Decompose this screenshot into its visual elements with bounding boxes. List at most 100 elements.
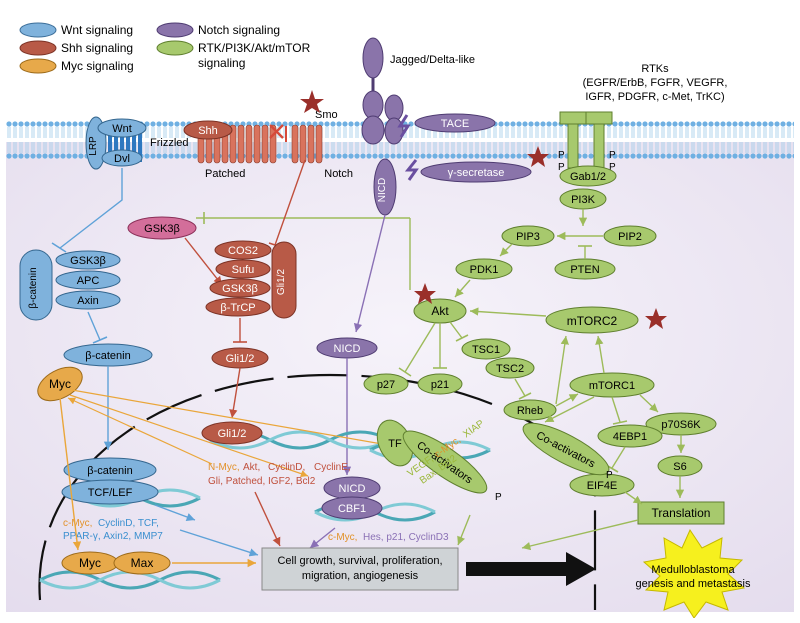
- shh-target-akt: Akt,: [243, 462, 260, 473]
- bcat-nuclear-label: β-catenin: [87, 465, 132, 477]
- wnt-target-cmyc: c-Myc,: [63, 518, 92, 529]
- tsc1-label: TSC1: [472, 344, 500, 356]
- p70s6k-label: p70S6K: [661, 419, 701, 431]
- max-label: Max: [131, 556, 154, 570]
- frizzled-label: Frizzled: [150, 137, 189, 149]
- notch-target-cmyc: c-Myc,: [328, 532, 357, 543]
- phospho-label: P: [558, 150, 565, 161]
- cbf1-protein: [321, 496, 383, 520]
- wnt-ligand: [97, 118, 147, 138]
- outcome-arrow: [466, 552, 596, 586]
- notch-label: Notch: [324, 168, 353, 180]
- smo-label: Smo: [315, 109, 338, 121]
- tcf-lef: [61, 479, 159, 505]
- gsk3b-label: GSK3β: [144, 223, 180, 235]
- apc-label: APC: [77, 275, 100, 287]
- bcat-free-label: β-catenin: [85, 350, 130, 362]
- shh-label: Shh: [198, 125, 218, 137]
- p27-label: p27: [377, 379, 395, 391]
- shh-cytoplasm: COS2 Sufu GSK3β β-TrCP Gli1/2 Gli1/2: [184, 159, 306, 419]
- shh-target-cyclind: CyclinD,: [268, 462, 305, 473]
- sufu-protein: [215, 259, 271, 279]
- nucleus: β-catenin TCF/LEF c-Myc, CyclinD, TCF, P…: [39, 389, 502, 591]
- dvl-label: Dvl: [114, 153, 130, 165]
- tace-label: TACE: [441, 118, 470, 130]
- coactivators-nuclear: [402, 430, 488, 494]
- tf-label: TF: [388, 438, 402, 450]
- tcf-lef-label: TCF/LEF: [88, 487, 133, 499]
- phospho-label: P: [609, 150, 616, 161]
- pip2-label: PIP2: [618, 231, 642, 243]
- 4ebp1-node: [597, 424, 663, 448]
- destruction-gsk3b-label: GSK3β: [70, 255, 106, 267]
- legend-label-notch: Notch signaling: [198, 23, 280, 37]
- nicd-nuclear-label: NICD: [339, 483, 366, 495]
- gamma-secretase-label: γ-secretase: [448, 167, 505, 179]
- translation-box: [637, 501, 725, 525]
- final-line1: Medulloblastoma: [651, 564, 735, 576]
- notch-complex: Jagged/Delta-like TACE Notch NICD γ-secr…: [324, 37, 532, 216]
- notch-cytoplasm: NICD: [316, 214, 386, 475]
- star-icon: [645, 308, 667, 329]
- shh-target-cycline: CyclinE,: [314, 462, 351, 473]
- mtorc2-label: mTORC2: [567, 314, 618, 328]
- rtks-title: RTKs: [641, 63, 669, 75]
- coactivators-right: [522, 422, 610, 476]
- myc-cytoplasm-label: Myc: [49, 377, 71, 391]
- tsc2-node: [485, 357, 535, 379]
- star-icon: [300, 90, 324, 113]
- legend-label-rtk-cont: signaling: [198, 56, 245, 70]
- mtorc2-node: [545, 306, 639, 334]
- gsk3b-shh: [209, 278, 271, 298]
- nicd-membrane-label: NICD: [377, 178, 388, 202]
- pdk1-node: [455, 258, 513, 280]
- axin-label: Axin: [77, 295, 98, 307]
- wnt-label: Wnt: [112, 123, 132, 135]
- final-outcome-burst: Medulloblastoma genesis and metastasis: [636, 528, 751, 619]
- pi3k-label: PI3K: [571, 194, 596, 206]
- legend-label-wnt: Wnt signaling: [61, 23, 133, 37]
- gsk3b-shh-label: GSK3β: [222, 283, 258, 295]
- rtk-cytoplasm: PIP3 PIP2 PDK1 PTEN Akt mTORC2 TSC1 TSC2…: [363, 209, 725, 551]
- dvl-protein: [101, 149, 143, 167]
- axin-protein: [55, 290, 121, 310]
- gab-protein: [559, 165, 617, 187]
- mtorc1-label: mTORC1: [589, 380, 635, 392]
- legend-label-rtk: RTK/PI3K/Akt/mTOR: [198, 41, 311, 55]
- pip3-label: PIP3: [516, 231, 540, 243]
- rtk-complex: RTKs (EGFR/ErbB, FGFR, VEGFR, IGFR, PDGF…: [527, 63, 727, 210]
- phospho-label: P: [609, 162, 616, 173]
- wnt-targets-line1: CyclinD, TCF,: [98, 518, 159, 529]
- gsk3b-destruction: [55, 250, 121, 270]
- p21-label: p21: [431, 379, 449, 391]
- legend-label-shh: Shh signaling: [61, 41, 133, 55]
- cos2-label: COS2: [228, 245, 258, 257]
- legend-label-myc: Myc signaling: [61, 59, 134, 73]
- max-protein: [113, 551, 171, 575]
- sufu-label: Sufu: [232, 264, 255, 276]
- patched-label: Patched: [205, 168, 245, 180]
- star-icon: [527, 146, 549, 167]
- legend-swatch-notch: [156, 22, 194, 38]
- gli-vertical-label: Gli1/2: [276, 269, 287, 296]
- gli-cytoplasm-label: Gli1/2: [226, 353, 255, 365]
- rtks-list-line2: IGFR, PDGFR, c-Met, TrKC): [585, 91, 724, 103]
- tsc1-node: [461, 338, 511, 360]
- nicd-cytoplasm-label: NICD: [334, 343, 361, 355]
- gli-nuclear: [201, 421, 263, 445]
- shh-receptor-complex: Shh Patched Smo: [183, 90, 338, 180]
- lrp-label: LRP: [88, 136, 99, 156]
- p21-node: [417, 373, 463, 395]
- pip3-node: [501, 225, 555, 247]
- myc-nuclear-label: Myc: [79, 556, 101, 570]
- pten-label: PTEN: [570, 264, 599, 276]
- apc-protein: [55, 270, 121, 290]
- myc-cytoplasm: [37, 366, 83, 402]
- phospho-label: P: [495, 492, 502, 503]
- translation-label: Translation: [652, 506, 711, 520]
- tace-enzyme: [414, 113, 496, 133]
- bcat-complex-label: β-catenin: [28, 267, 39, 308]
- pip2-node: [603, 225, 657, 247]
